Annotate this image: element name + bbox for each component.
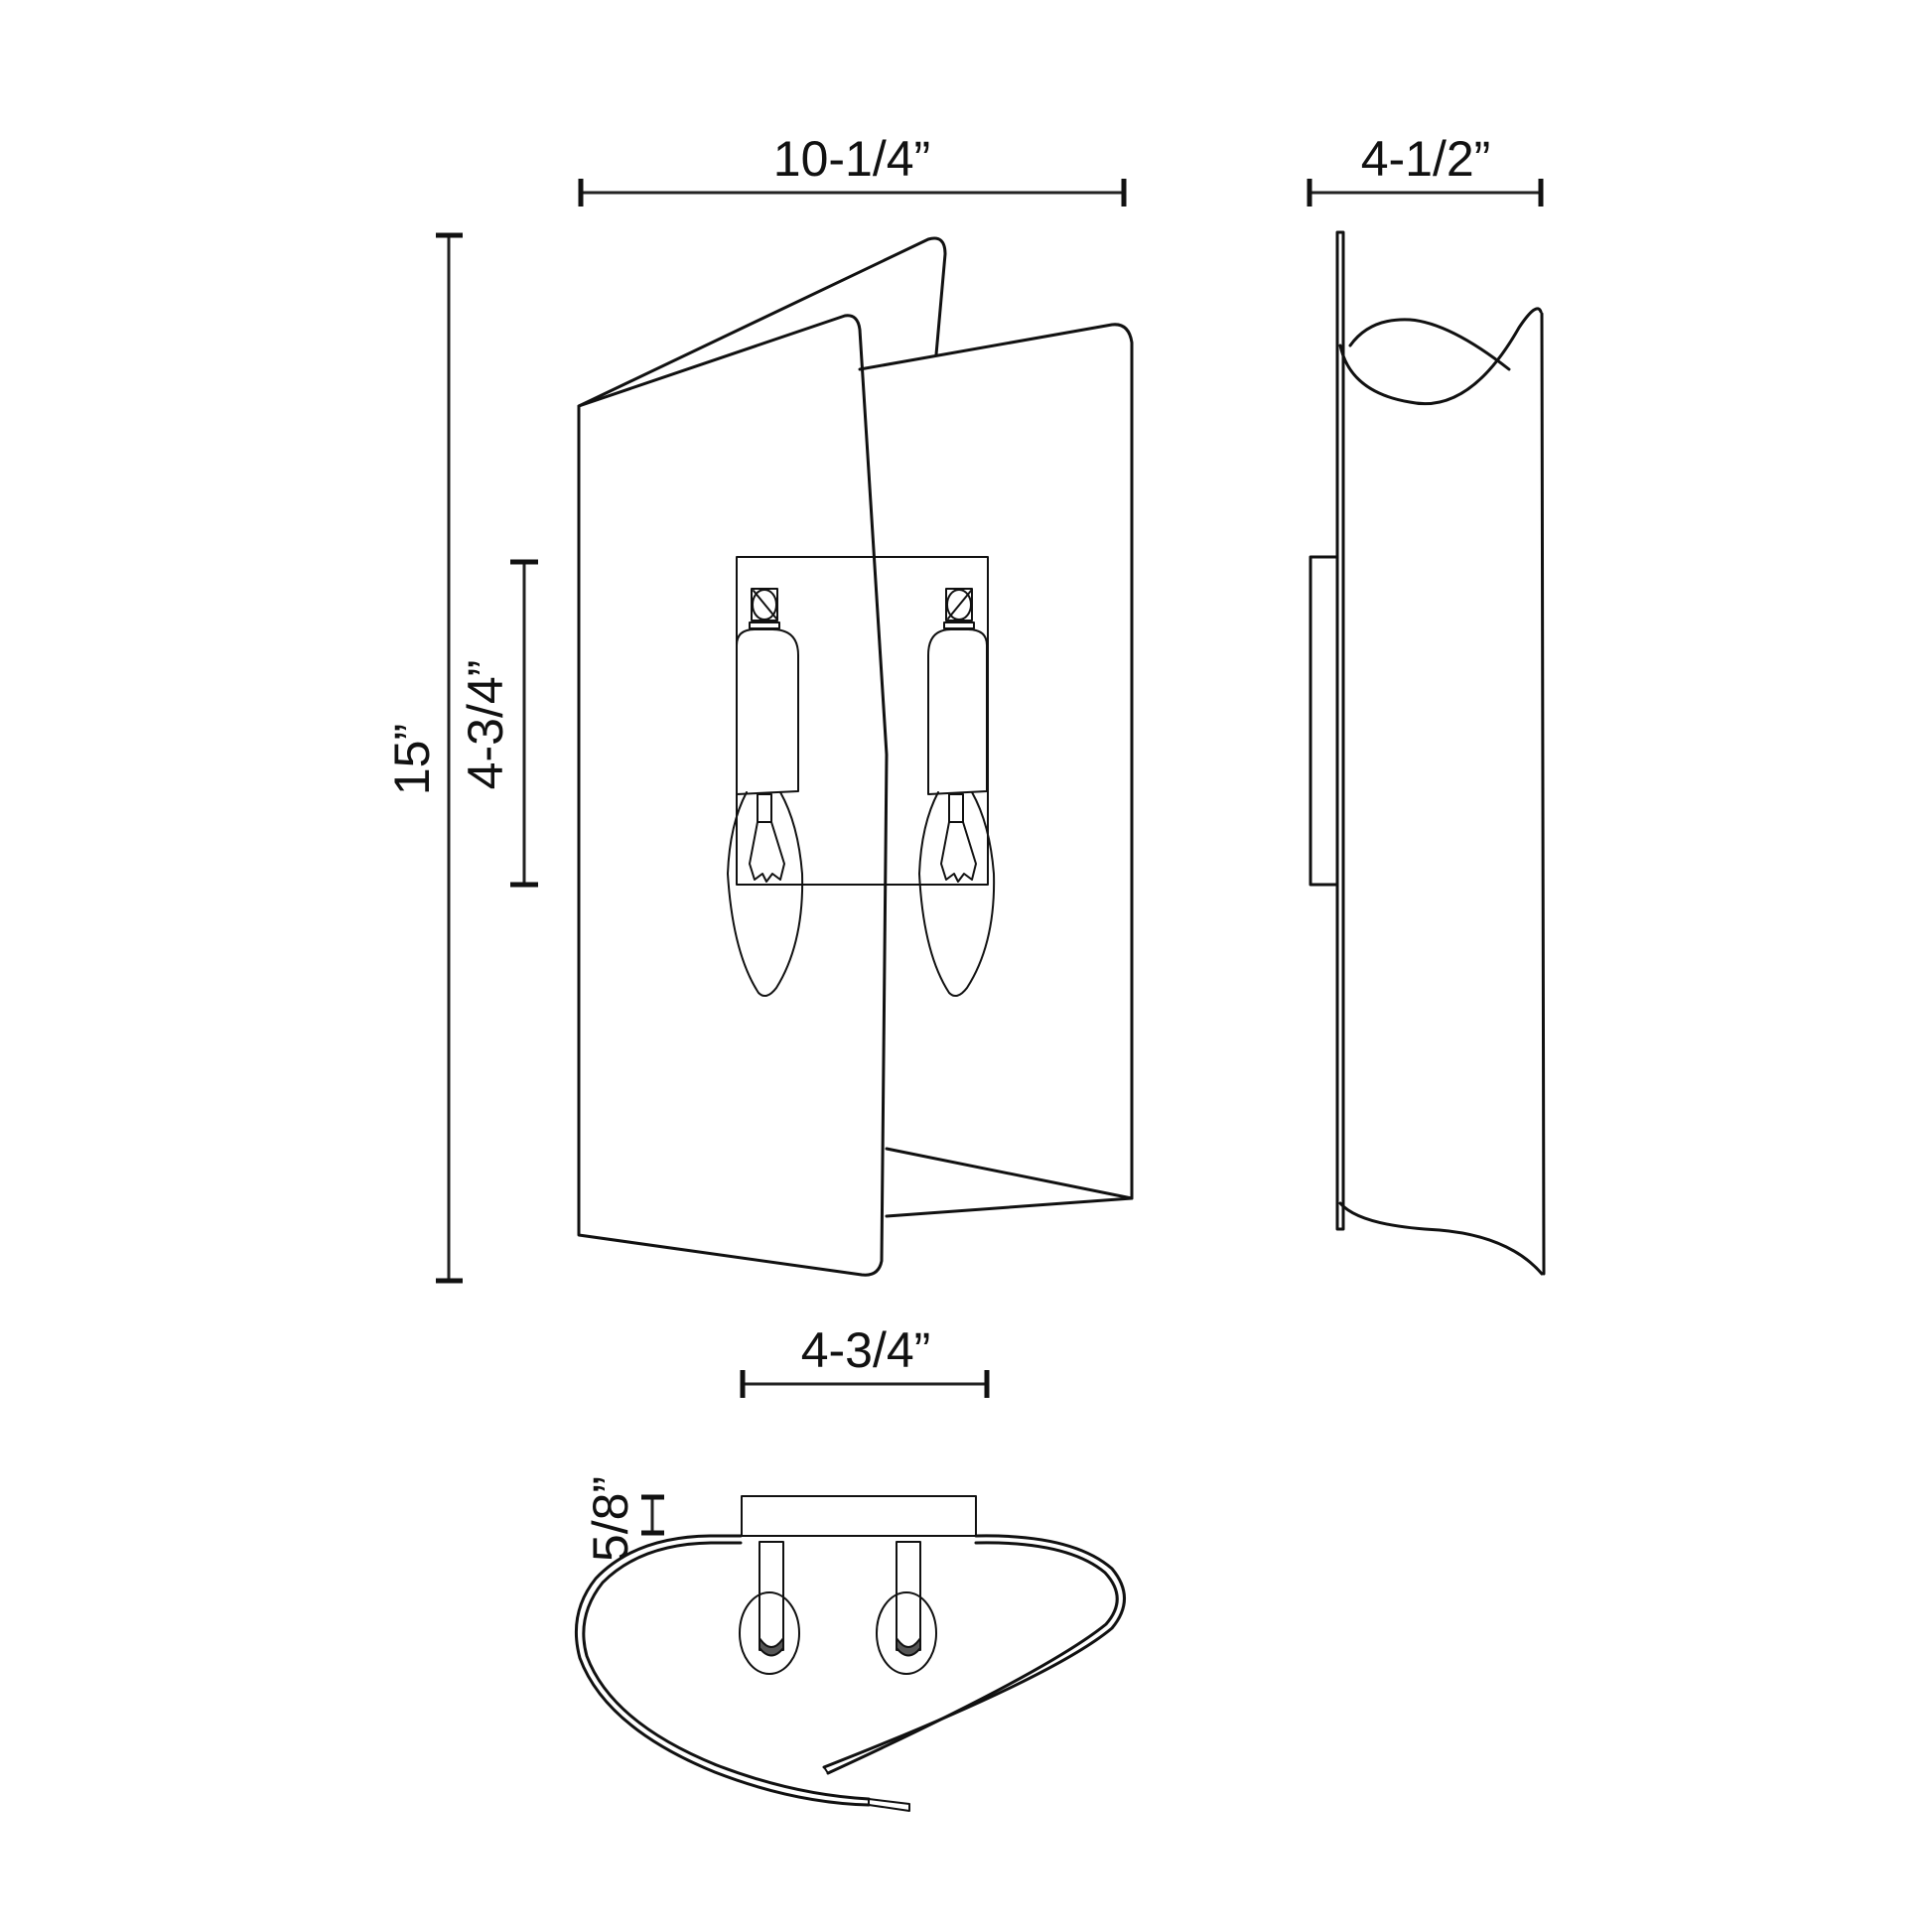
dimension-backplate-width: 4-3/4”: [740, 1322, 990, 1398]
label-backplate-depth: 5/8”: [583, 1476, 638, 1562]
right-panel: [858, 323, 1134, 1218]
front-view: 10-1/4” 15” 4-3/4”: [384, 131, 1134, 1284]
top-shade-right: [822, 1534, 1126, 1769]
rear-panel-outline: [577, 236, 947, 408]
side-backplate: [1309, 555, 1339, 887]
side-front-edge: [1540, 312, 1546, 1276]
top-socket-left: [739, 1541, 800, 1675]
label-overall-depth: 4-1/2”: [1361, 131, 1491, 187]
dimension-overall-height: 15”: [384, 232, 463, 1284]
right-panel-lower-fold: [885, 1147, 1134, 1200]
top-view: 4-3/4” 5/8”: [574, 1322, 1126, 1812]
backplate-front: [736, 556, 989, 886]
top-shade-tip: [868, 1798, 910, 1812]
top-shade-outer: [574, 1534, 871, 1807]
side-top-curl-inner: [1348, 318, 1511, 371]
side-view: 4-1/2”: [1307, 131, 1546, 1276]
label-overall-height: 15”: [384, 724, 440, 795]
dimension-backplate-depth: 5/8”: [583, 1476, 664, 1562]
label-overall-width: 10-1/4”: [773, 131, 930, 187]
top-shade-right-2: [826, 1541, 1119, 1775]
dimension-overall-width: 10-1/4”: [578, 131, 1127, 207]
bulb-left: [727, 791, 804, 998]
dimension-backplate-height: 4-3/4”: [458, 559, 538, 888]
socket-left: [736, 588, 799, 795]
top-socket-right: [876, 1541, 937, 1675]
top-backplate: [741, 1495, 977, 1537]
side-top-curl: [1338, 307, 1543, 406]
side-bottom-curl: [1338, 1201, 1544, 1276]
socket-right: [927, 588, 988, 795]
dimension-overall-depth: 4-1/2”: [1307, 131, 1544, 207]
label-backplate-height: 4-3/4”: [458, 660, 513, 790]
side-back-edge: [1335, 230, 1345, 1231]
label-backplate-width: 4-3/4”: [801, 1322, 931, 1378]
top-shade-outer-2: [582, 1541, 871, 1801]
front-left-panel: [577, 314, 889, 1277]
bulb-right: [918, 791, 996, 998]
